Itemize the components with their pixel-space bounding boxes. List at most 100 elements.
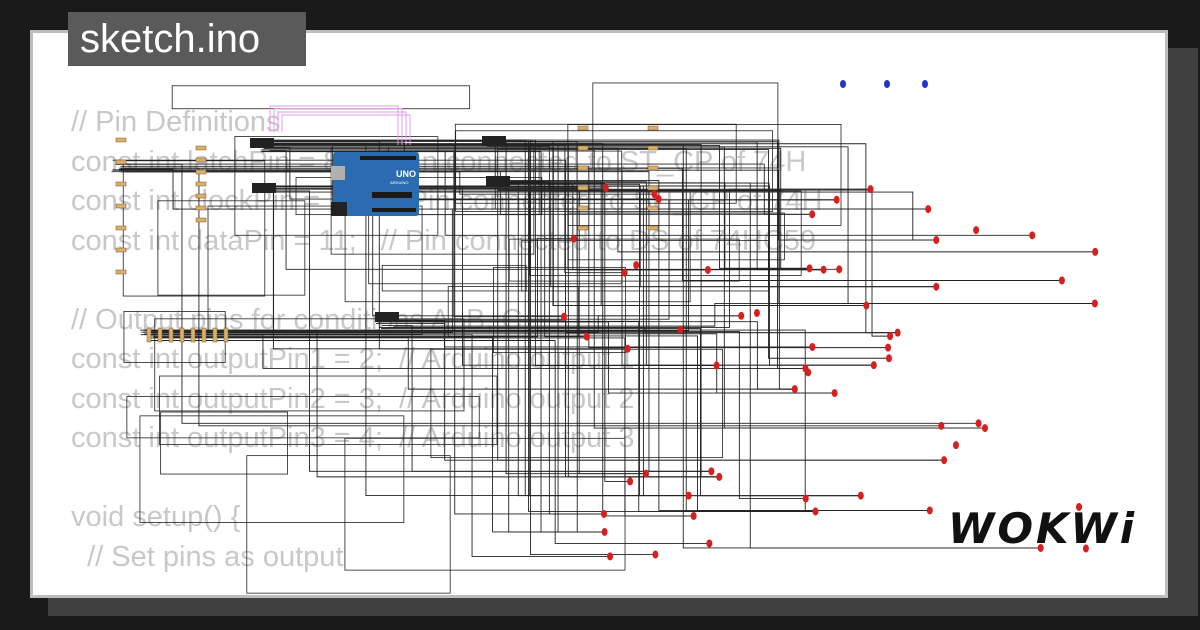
wire [281, 114, 411, 145]
led [706, 539, 713, 548]
resistor [195, 193, 207, 199]
wire [147, 340, 710, 544]
wire [269, 105, 399, 145]
led [651, 190, 658, 199]
wire [494, 141, 806, 369]
led [941, 456, 948, 465]
wire [146, 333, 835, 394]
led [607, 552, 614, 561]
wire [489, 181, 867, 306]
led [601, 527, 608, 536]
wire [486, 143, 898, 334]
resistor [115, 203, 127, 209]
led [621, 268, 628, 277]
wire [267, 140, 628, 350]
led [884, 80, 890, 88]
led [885, 343, 892, 352]
led [926, 506, 933, 515]
wire-loop [171, 85, 471, 110]
led [952, 441, 959, 450]
led [583, 332, 590, 341]
wire [266, 143, 605, 533]
wire [503, 180, 587, 338]
wire-loop [234, 136, 439, 236]
wire [267, 140, 647, 475]
wire-loop [529, 190, 802, 276]
led [1082, 544, 1089, 553]
resistor [146, 327, 152, 343]
shift-register-chip [252, 183, 276, 193]
led [831, 389, 838, 398]
code-line: // Set pins as output [71, 540, 344, 573]
resistor [201, 327, 207, 343]
wire [378, 188, 871, 328]
power-jack [331, 202, 347, 216]
wire [487, 145, 604, 515]
wire-loop [159, 375, 498, 445]
shift-register-chip [250, 138, 274, 148]
board-label: UNO [396, 169, 416, 179]
resistor [115, 137, 127, 143]
wire-loop [567, 212, 785, 261]
led [973, 226, 980, 235]
wire-loop [447, 286, 579, 337]
led [857, 491, 864, 500]
wire-loop [368, 150, 623, 285]
led [652, 550, 659, 559]
resistor [577, 225, 589, 231]
resistor [223, 327, 229, 343]
led [713, 361, 720, 370]
wire [375, 320, 945, 461]
led [1058, 276, 1065, 285]
led [938, 421, 945, 430]
led [867, 185, 874, 194]
led [1092, 247, 1099, 256]
resistor [195, 157, 207, 163]
resistor [195, 205, 207, 211]
resistor [195, 181, 207, 187]
led [685, 491, 692, 500]
led [802, 494, 809, 503]
led [643, 469, 650, 478]
wire [495, 180, 937, 288]
wire-loop [330, 146, 535, 255]
resistor [115, 269, 127, 275]
resistor [647, 205, 659, 211]
shift-register-chip [482, 136, 506, 146]
resistor [115, 181, 127, 187]
resistor [195, 169, 207, 175]
wire [494, 185, 937, 288]
resistor [190, 327, 196, 343]
code-line: // Pin Definitions [71, 106, 281, 138]
wire [381, 328, 861, 497]
wire [497, 141, 824, 271]
led [753, 309, 760, 318]
wire-loop [157, 200, 306, 296]
led [870, 361, 877, 370]
led [840, 80, 846, 88]
wire-loop [160, 411, 288, 475]
led [820, 265, 827, 274]
wire [493, 139, 656, 555]
wire [261, 144, 720, 478]
resistor [168, 327, 174, 343]
wire [140, 334, 806, 369]
header-pins [360, 156, 416, 160]
wire [153, 336, 605, 533]
led [716, 472, 723, 481]
wire [277, 111, 407, 145]
led [600, 509, 607, 518]
resistor [577, 205, 589, 211]
led [806, 264, 813, 273]
led [975, 419, 982, 428]
resistor [647, 185, 659, 191]
wire [115, 163, 979, 424]
file-tab[interactable]: sketch.ino [68, 12, 306, 66]
led [922, 80, 928, 88]
led [560, 312, 567, 321]
wire [148, 330, 806, 500]
led [704, 265, 711, 274]
usb-port [331, 166, 345, 180]
resistor [647, 125, 659, 131]
led [981, 424, 988, 433]
